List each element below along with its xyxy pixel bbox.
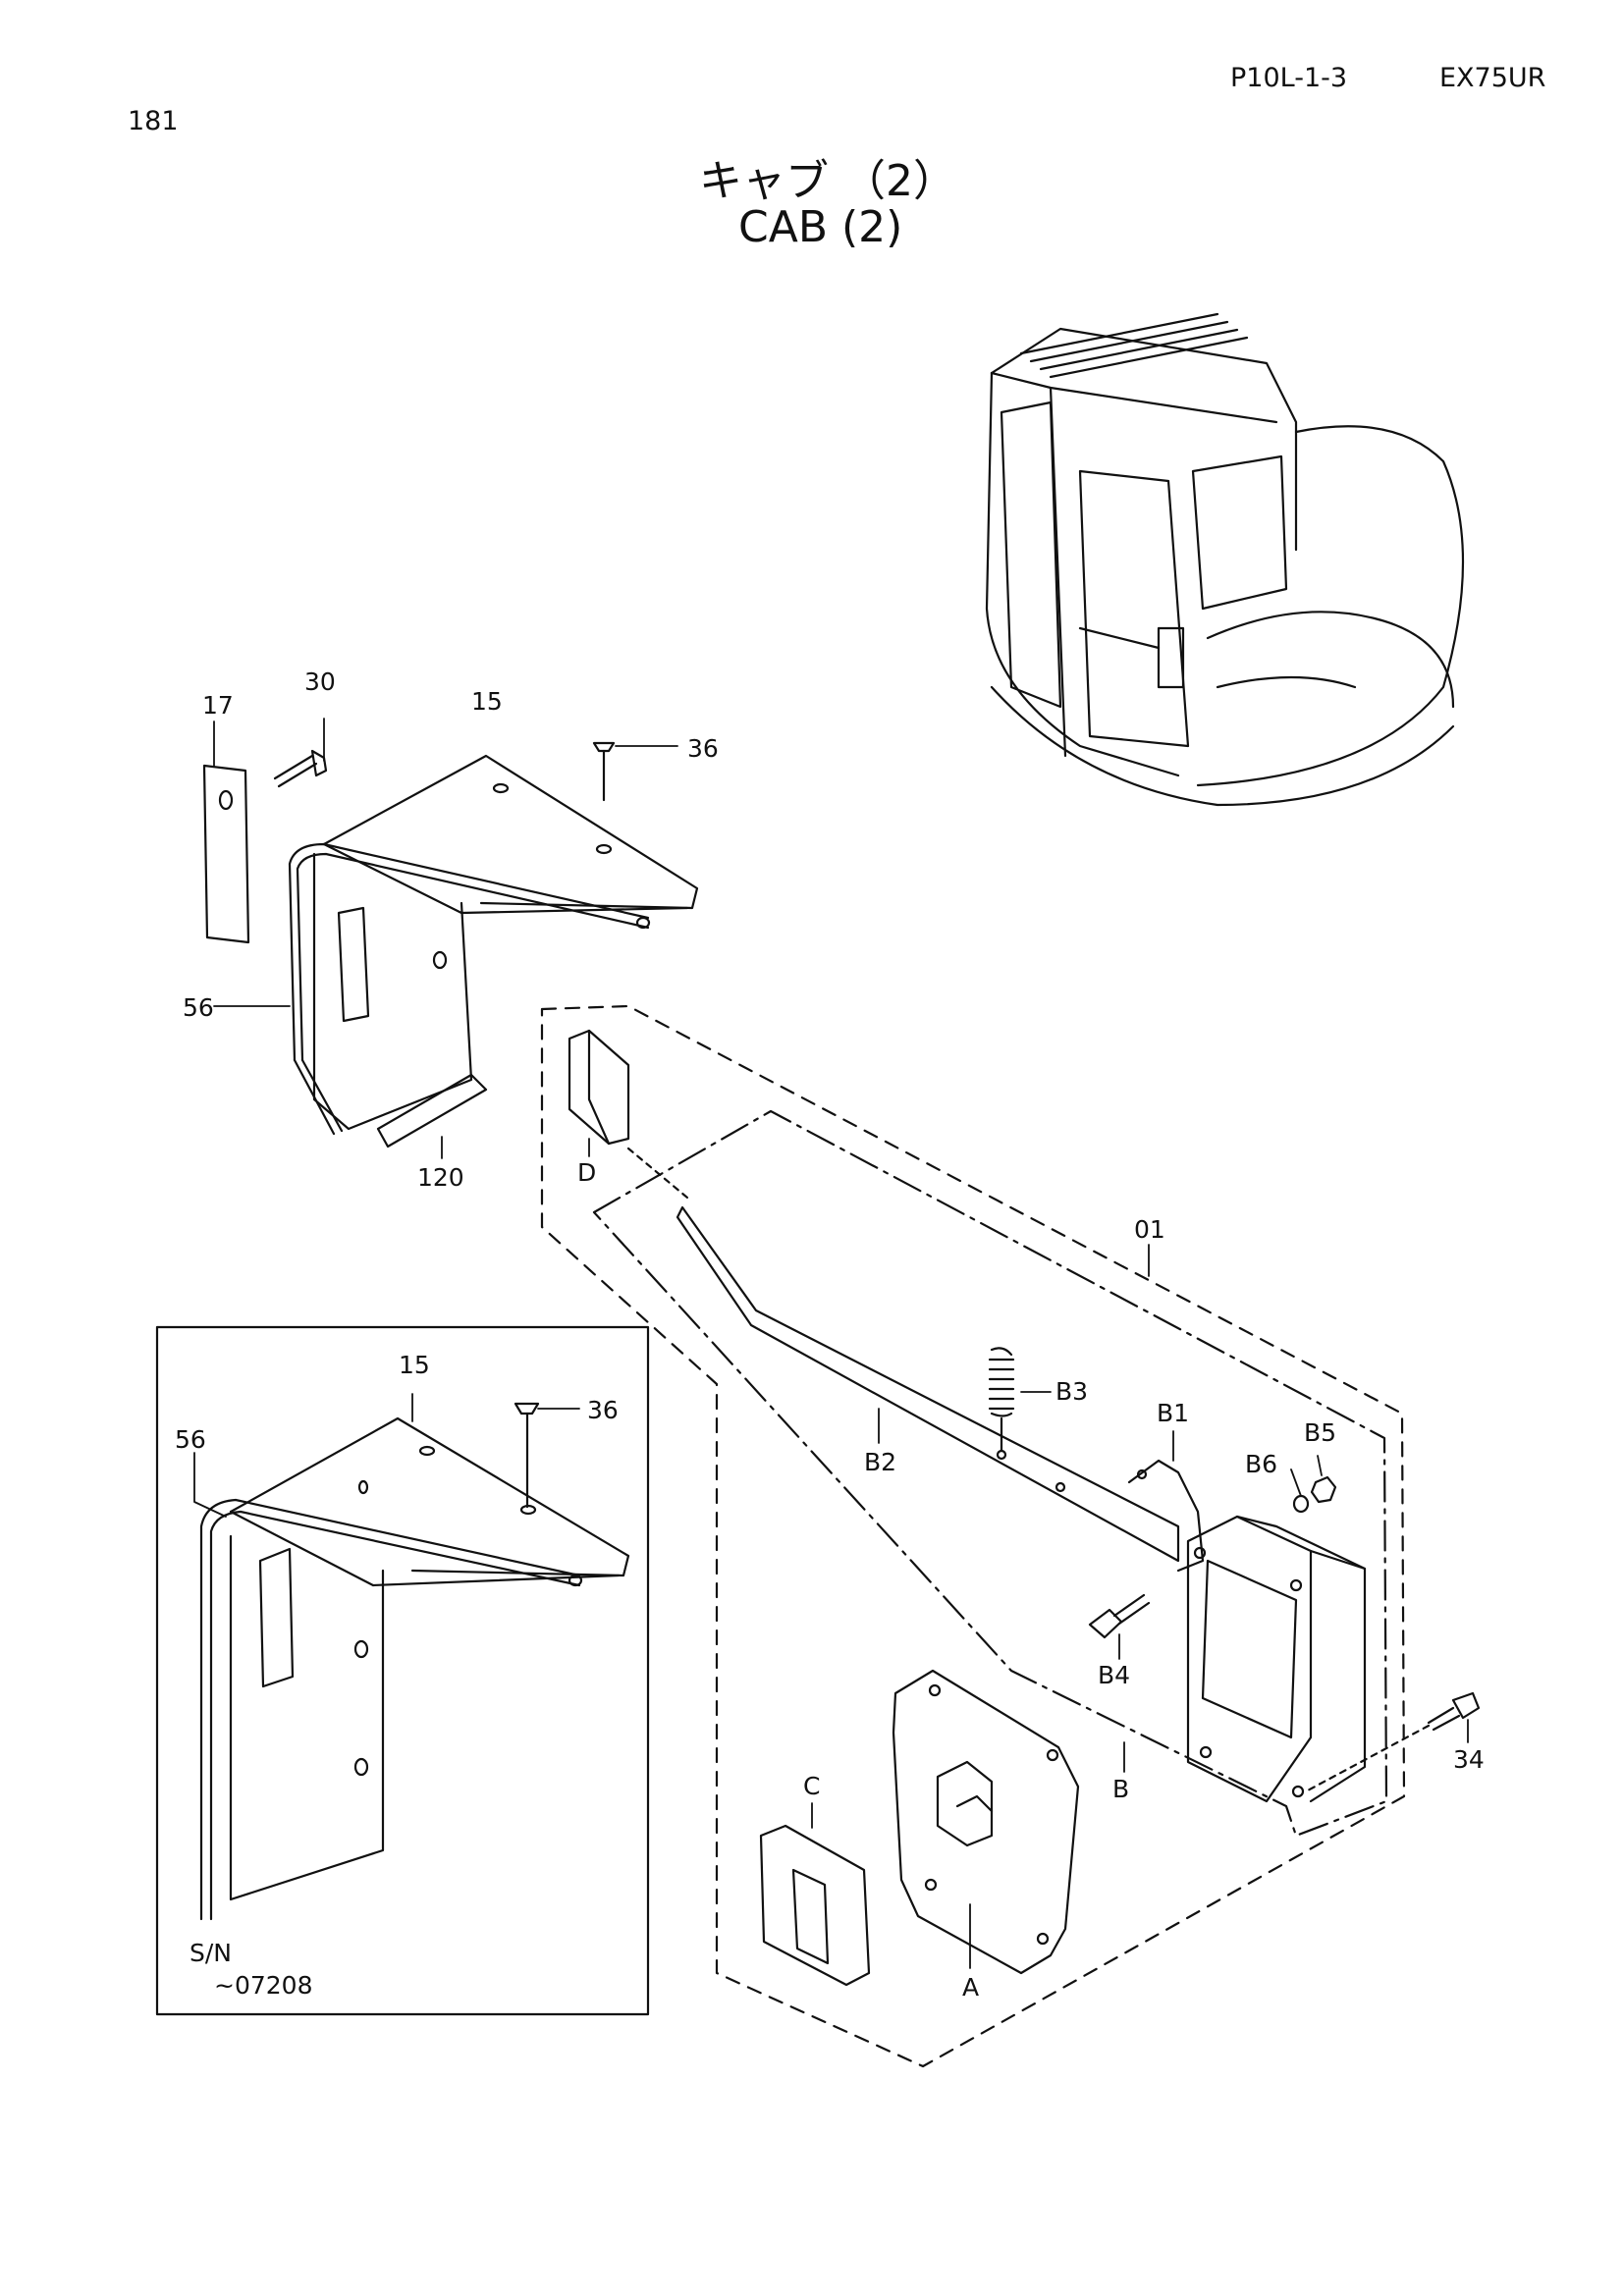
callout-B6: B6 xyxy=(1245,1450,1278,1478)
callout-17: 17 xyxy=(202,691,234,720)
section-code: P10L-1-3 xyxy=(1230,63,1348,93)
callout-01: 01 xyxy=(1134,1215,1165,1244)
callout-120: 120 xyxy=(417,1163,464,1192)
callout-A: A xyxy=(962,1973,980,2002)
callout-B: B xyxy=(1112,1775,1130,1803)
inset-cover xyxy=(199,1402,630,1921)
callout-D: D xyxy=(577,1158,597,1187)
inset-callout-56: 56 xyxy=(175,1425,206,1454)
inset-frame xyxy=(155,1325,650,2016)
cover-assembly xyxy=(202,741,699,1148)
model-name: EX75UR xyxy=(1439,63,1546,93)
callout-B4: B4 xyxy=(1098,1661,1131,1689)
callout-36: 36 xyxy=(687,734,719,763)
latch-parts xyxy=(568,1029,1481,1987)
callout-30: 30 xyxy=(304,667,336,696)
page-number: 181 xyxy=(128,106,179,136)
inset-callout-36: 36 xyxy=(587,1396,619,1424)
title-japanese: キャブ （2） xyxy=(699,156,956,206)
callout-C: C xyxy=(803,1772,821,1800)
callout-B3: B3 xyxy=(1055,1377,1089,1406)
inset-callout-15: 15 xyxy=(399,1351,430,1379)
serial-number-range: ~07208 xyxy=(214,1971,313,2000)
title-english: CAB (2) xyxy=(738,202,903,252)
sub-outline xyxy=(592,1109,1388,1838)
cab-overview xyxy=(985,312,1465,807)
callout-B2: B2 xyxy=(864,1448,897,1476)
callout-B5: B5 xyxy=(1304,1418,1337,1447)
serial-number-label: S/N xyxy=(189,1939,232,1967)
callout-56: 56 xyxy=(183,993,214,1022)
callout-B1: B1 xyxy=(1157,1399,1190,1427)
callout-15: 15 xyxy=(471,687,503,716)
callout-34: 34 xyxy=(1453,1745,1485,1774)
leader-lines xyxy=(193,718,1469,1969)
kit-outline xyxy=(540,1004,1406,2068)
